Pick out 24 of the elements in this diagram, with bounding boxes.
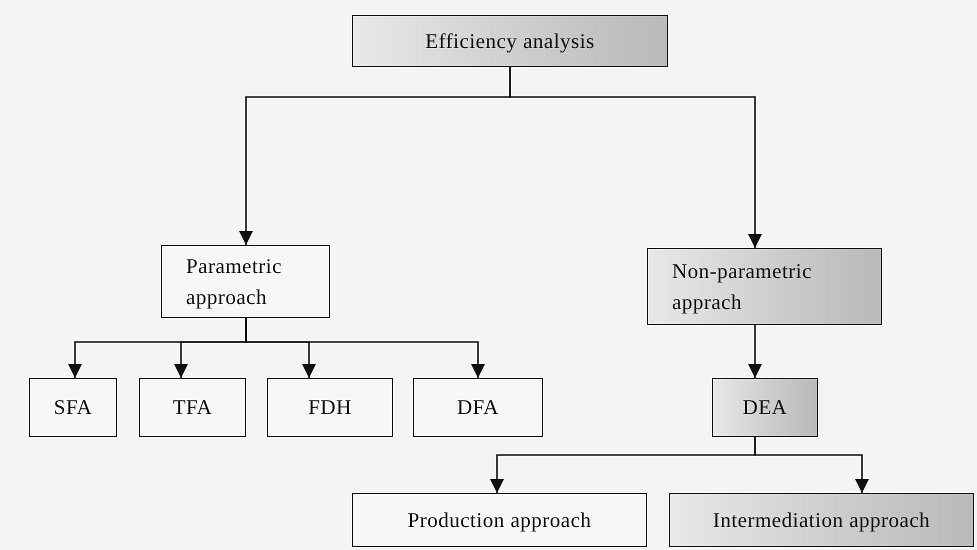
box-label: DEA	[742, 394, 788, 422]
box-label: SFA	[54, 394, 92, 422]
process-box	[647, 248, 882, 325]
arrow	[245, 318, 485, 378]
process-box	[29, 378, 117, 437]
box-label: TFA	[172, 394, 212, 422]
process-box	[413, 378, 543, 437]
box-label: Production approach	[408, 506, 592, 534]
box-label: FDH	[308, 394, 352, 422]
box-label: Parametric approach	[186, 253, 283, 310]
process-box	[161, 245, 330, 318]
process-box	[267, 378, 393, 437]
box-label: DFA	[457, 394, 499, 422]
arrow	[748, 325, 762, 378]
process-box	[139, 378, 246, 437]
process-box	[352, 15, 668, 67]
arrow	[754, 437, 869, 493]
process-box	[669, 493, 974, 547]
arrow	[509, 67, 762, 248]
box-label: Efficiency analysis	[425, 28, 595, 55]
process-box	[712, 378, 818, 437]
box-label: Non-parametric apprach	[672, 258, 813, 316]
box-label: Intermediation approach	[712, 506, 930, 534]
process-box	[352, 493, 647, 547]
